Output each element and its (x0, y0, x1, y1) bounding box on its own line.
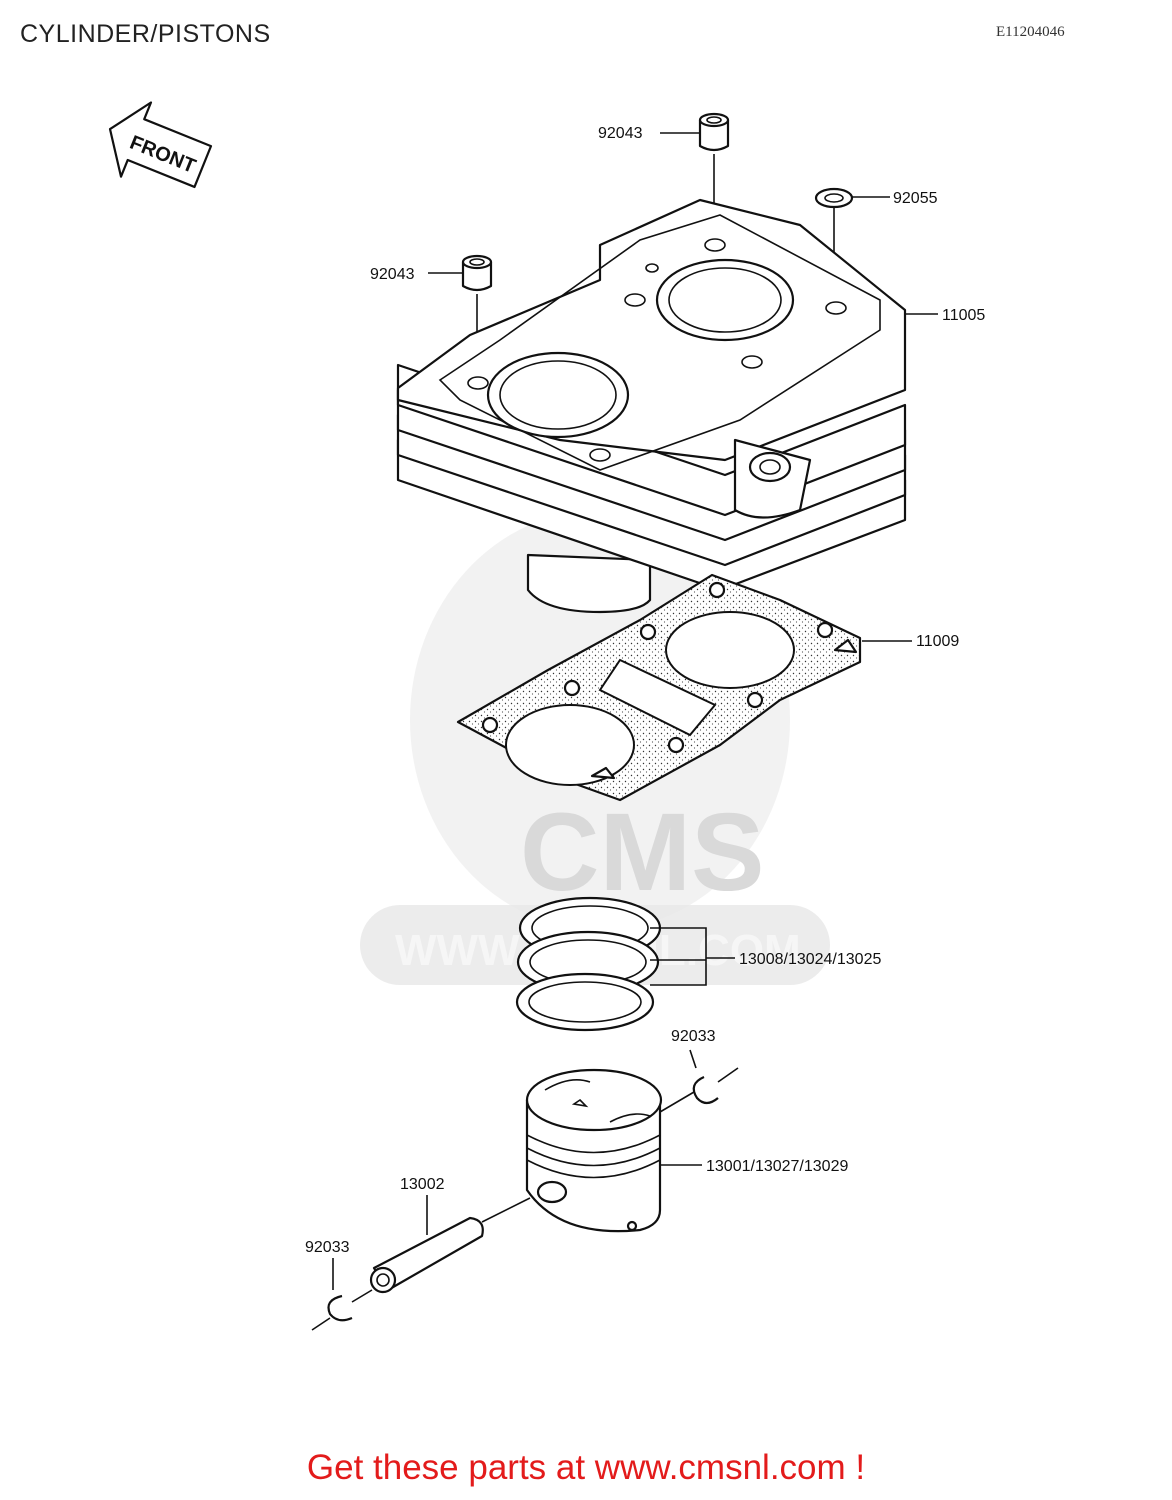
label-92055: 92055 (893, 190, 938, 207)
label-92033-right: 92033 (671, 1028, 716, 1045)
front-arrow-icon: FRONT (108, 101, 213, 189)
circlip-right (659, 1049, 739, 1113)
piston-rings (515, 896, 662, 1032)
piston-pin (369, 1195, 531, 1294)
label-92043-top: 92043 (598, 125, 643, 142)
label-13008-13024-13025: 13008/13024/13025 (739, 951, 881, 968)
dowel-pin-left (461, 254, 493, 376)
cylinder-gasket (456, 573, 862, 802)
label-13001-13027-13029: 13001/13027/13029 (706, 1158, 848, 1175)
label-92043-left: 92043 (370, 266, 415, 283)
watermark-logo-text: CMS (520, 791, 764, 914)
label-92033-left: 92033 (305, 1239, 350, 1256)
label-13002: 13002 (400, 1176, 445, 1193)
circlip-left (311, 1258, 373, 1331)
label-11009: 11009 (916, 633, 959, 650)
cylinder-block (396, 198, 907, 614)
piston (525, 1068, 663, 1233)
diagram-code: E11204046 (996, 24, 1065, 40)
label-11005: 11005 (942, 307, 985, 324)
page-title: CYLINDER/PISTONS (20, 20, 271, 48)
footer-promo-text: Get these parts at www.cmsnl.com ! (306, 1448, 866, 1487)
